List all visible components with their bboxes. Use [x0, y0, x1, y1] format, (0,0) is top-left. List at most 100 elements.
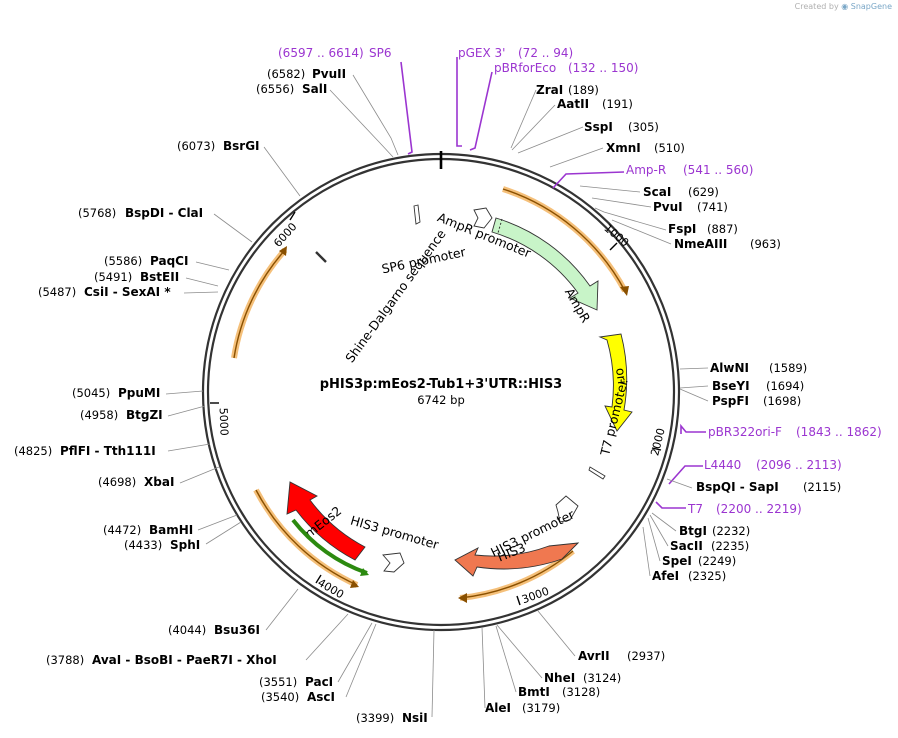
tick-1000-mark — [609, 242, 618, 251]
snapgene-credit: Created by ◉ SnapGene — [795, 2, 892, 11]
site-sacii-pos: (2235) — [711, 539, 749, 553]
site-sapi-pos: (2115) — [803, 480, 841, 494]
site-aatii: AatII — [557, 97, 589, 111]
site-asci: AscI — [307, 690, 335, 704]
site-nmeaiii-pos: (963) — [750, 237, 781, 251]
ori-feature[interactable] — [598, 333, 633, 432]
leader-nmeaiii — [611, 219, 672, 245]
leader-sapi — [666, 478, 693, 489]
ruler: 1000 2000 3000 4000 5000 6000 — [210, 211, 668, 606]
ori-label: ori — [613, 367, 630, 385]
tick-2000: 2000 — [648, 427, 667, 457]
leader-bsteii — [185, 277, 219, 287]
leader-nsii — [431, 629, 435, 718]
site-btgzi: BtgZI — [126, 408, 163, 422]
site-asci-pos: (3540) — [261, 690, 299, 704]
meos2-feature[interactable] — [286, 481, 366, 561]
plasmid-name: pHIS3p:mEos2-Tub1+3'UTR::HIS3 — [320, 377, 562, 392]
site-bsteii: BstEII — [140, 270, 179, 284]
site-ppumi: PpuMI — [118, 386, 160, 400]
leader-xmni — [549, 147, 604, 168]
primer-l4440-pos: (2096 .. 2113) — [756, 458, 842, 472]
site-spei: SpeI — [662, 554, 692, 568]
leader-aatii — [511, 104, 556, 151]
leader-xbai — [179, 466, 220, 484]
primer-pbrforeco-name: pBRforEco — [494, 61, 556, 75]
site-nmeaiii: NmeAIII — [674, 237, 727, 251]
site-nsii-pos: (3399) — [356, 711, 394, 725]
site-alei: AleI — [485, 701, 511, 715]
site-leaders — [165, 74, 709, 718]
leader-sspi — [517, 126, 584, 154]
site-aatii-pos: (191) — [602, 97, 633, 111]
leader-pvuii — [352, 74, 399, 156]
site-paqci: PaqCI — [150, 254, 188, 268]
site-pvui: PvuI — [653, 200, 683, 214]
leader-asci — [345, 623, 377, 698]
primer-sp6-pos: (6597 .. 6614) — [278, 46, 364, 60]
his3-promoter-arrow-left — [382, 552, 405, 573]
site-sali: SalI — [302, 82, 327, 96]
site-xbai: XbaI — [144, 475, 174, 489]
site-fspi-pos: (887) — [707, 222, 738, 236]
ampr-feature[interactable] — [491, 217, 599, 311]
tick-2000-mark — [651, 447, 662, 451]
site-pvui-pos: (741) — [697, 200, 728, 214]
site-tth111i: PflFI - Tth111I — [60, 444, 156, 458]
primer-ampr-pos: (541 .. 560) — [683, 163, 753, 177]
site-paci-pos: (3551) — [259, 675, 297, 689]
site-xbai-pos: (4698) — [98, 475, 136, 489]
primer-l4440-name: L4440 — [704, 458, 741, 472]
leader-btgzi — [167, 405, 206, 417]
site-scai: ScaI — [643, 185, 671, 199]
site-bamhi: BamHI — [149, 523, 193, 537]
site-nhei-pos: (3124) — [583, 671, 621, 685]
primer-t7-mark — [655, 501, 686, 509]
orf-arrowhead-meos2 — [350, 580, 359, 588]
leader-ppumi — [165, 390, 204, 395]
site-btgi: BtgI — [679, 524, 707, 538]
primer-ampr-name: Amp-R — [626, 163, 666, 177]
ampr-cut-mark — [497, 218, 503, 234]
site-bsrgi-pos: (6073) — [177, 139, 215, 153]
orf-line-meos2 — [255, 489, 358, 586]
primer-l4440-mark — [668, 465, 703, 485]
primer-pbrforeco-mark — [469, 71, 493, 151]
site-pvuii-pos: (6582) — [267, 67, 305, 81]
leader-avrii — [537, 610, 576, 657]
restriction-sites: (6582) PvuII (6556) SalI (6073) BsrGI (5… — [14, 67, 841, 725]
orf-line-left — [233, 249, 286, 359]
leader-afei — [642, 526, 651, 577]
site-ppumi-pos: (5045) — [72, 386, 110, 400]
meos2-green-arrowhead — [360, 568, 369, 576]
leader-bseyi — [679, 385, 709, 389]
shine-dalgarno-label: Shine-Dalgarno sequence — [342, 226, 449, 365]
site-btgi-pos: (2232) — [712, 524, 750, 538]
primers: (6597 .. 6614) SP6 pGEX 3' (72 .. 94) pB… — [278, 46, 882, 516]
tick-3000-mark — [516, 595, 521, 606]
shine-dalgarno-mark — [315, 251, 327, 263]
primer-pgex-pos: (72 .. 94) — [518, 46, 573, 60]
site-pspfi-pos: (1698) — [763, 394, 801, 408]
leader-bamhi — [197, 514, 238, 531]
leader-pflfi — [167, 443, 211, 452]
primer-sp6-name: SP6 — [369, 46, 392, 60]
his3-promoter-arrow-right — [555, 495, 579, 523]
tick-6000: 6000 — [271, 220, 299, 250]
leader-paqci — [195, 261, 230, 271]
leader-pvui — [591, 197, 652, 208]
site-bmti-pos: (3128) — [562, 685, 600, 699]
credit-prefix: Created by — [794, 2, 839, 11]
his3-feature[interactable] — [454, 542, 580, 577]
orf-bar-left — [231, 248, 288, 359]
site-pvuii: PvuII — [312, 67, 346, 81]
primer-t7-pos: (2200 .. 2219) — [716, 502, 802, 516]
leader-xhoi — [305, 613, 349, 661]
site-xmni-pos: (510) — [654, 141, 685, 155]
site-paci: PacI — [305, 675, 333, 689]
plasmid-size: 6742 bp — [417, 393, 465, 407]
leader-bsu36i — [265, 588, 299, 631]
orf-arrowhead-left — [279, 246, 287, 256]
site-bsu36i: Bsu36I — [214, 623, 260, 637]
